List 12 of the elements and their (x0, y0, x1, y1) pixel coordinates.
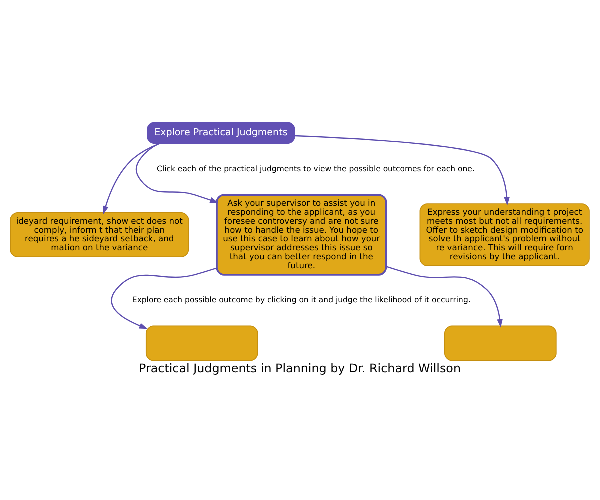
caption: Practical Judgments in Planning by Dr. Richard Willson (138, 361, 462, 376)
node-box: Express your understanding t project meets most but not all requirements. Offer to sketch design modification to solve th applicant's problem without re variance. This will require forn revisions by the applicant. (420, 203, 590, 266)
arrow (136, 142, 219, 203)
arrow (111, 267, 217, 329)
node-box: Explore Practical Judgments (147, 122, 296, 144)
arrow (103, 142, 160, 214)
node-box (146, 325, 258, 361)
node-box (444, 325, 557, 361)
arrow (295, 134, 510, 206)
arrow (386, 266, 503, 328)
node-box: Ask your supervisor to assist you in responding to the applicant, as you foresee controversy and are not sure how to handle the issue. You hope to use this case to learn about how your supervisor addresses this issue so that you can better respond in the future. (216, 194, 388, 276)
node-box: ideyard requirement, show ect does not comply, inform t that their plan requires a he sideyard setback, and mation on the variance (10, 212, 190, 257)
